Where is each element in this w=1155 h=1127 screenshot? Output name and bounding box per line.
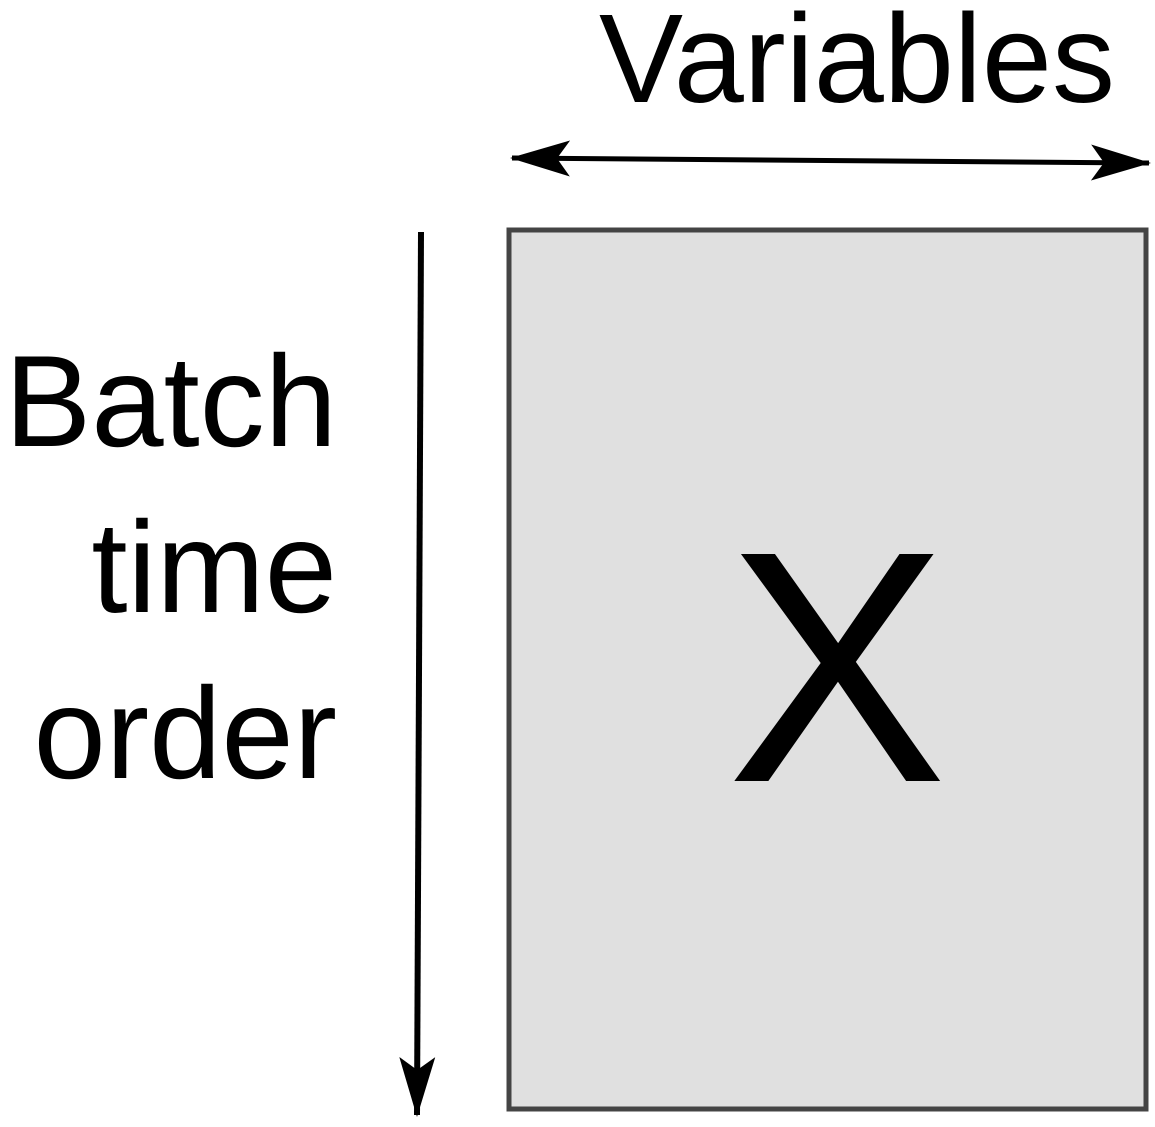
matrix-box	[506, 227, 1149, 1112]
matrix-label: X	[727, 482, 947, 851]
side-label-line-2: time	[91, 494, 337, 640]
variables-arrow	[510, 140, 1151, 181]
side-label-line-3: order	[34, 660, 337, 806]
variables-label: Variables	[599, 0, 1115, 129]
batch-time-order-arrow	[399, 231, 436, 1117]
side-label-line-1: Batch	[5, 328, 337, 474]
